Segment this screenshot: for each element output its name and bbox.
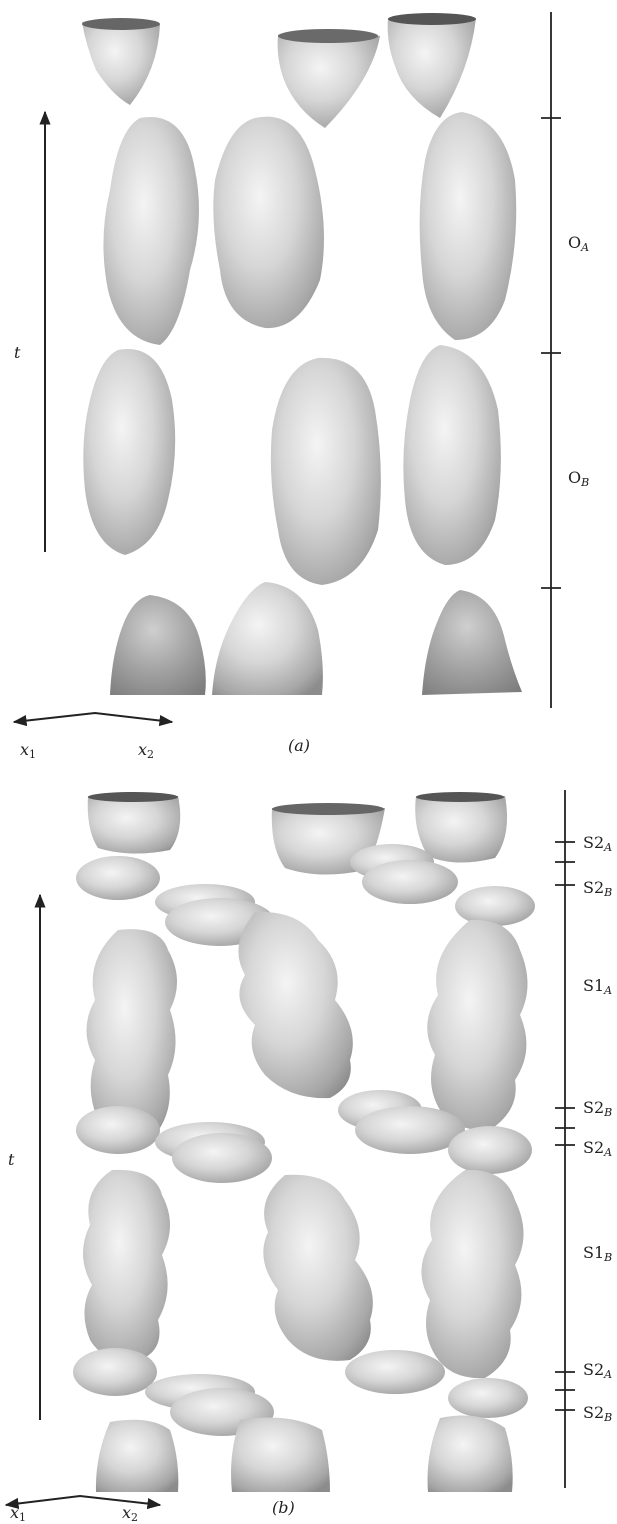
- region-label-oa: OA: [568, 235, 589, 253]
- stack-b-s1a-1: [87, 929, 178, 1138]
- blob-a-oa-3: [420, 112, 517, 340]
- x-axis-a: [14, 713, 172, 722]
- disk-b-17: [448, 1378, 528, 1418]
- x-axis-b: [6, 1496, 160, 1505]
- disk-b-12: [448, 1126, 532, 1174]
- region-bar-a: [541, 12, 561, 708]
- panel-b-x1-label: x1: [10, 1505, 26, 1523]
- region-label-b-4: S2A: [583, 1140, 612, 1158]
- region-label-ob: OB: [568, 470, 589, 488]
- blob-b-top-1: [88, 796, 181, 854]
- blob-a-bot-3: [422, 590, 522, 695]
- region-label-b-2: S1A: [583, 978, 612, 996]
- blob-a-bot-2: [212, 582, 323, 695]
- panel-b-x2-label: x2: [122, 1505, 138, 1523]
- blob-a-ob-1: [83, 349, 175, 555]
- panel-a-x1-label: x1: [20, 742, 36, 760]
- disk-b-7: [76, 1106, 160, 1154]
- stack-b-s1a-2: [238, 912, 352, 1098]
- region-label-b-7: S2B: [583, 1405, 612, 1423]
- region-label-b-0: S2A: [583, 835, 612, 853]
- blob-a-oa-2: [213, 117, 324, 328]
- blob-a-oa-1: [103, 117, 199, 345]
- disk-b-5: [362, 860, 458, 904]
- disk-b-16: [345, 1350, 445, 1394]
- stack-b-s1b-1: [83, 1170, 170, 1361]
- blob-a-ob-2: [271, 358, 381, 585]
- disk-b-1: [76, 856, 160, 900]
- region-label-b-6: S2A: [583, 1362, 612, 1380]
- panel-b-caption: (b): [272, 1500, 295, 1516]
- blob-b-bot-2: [231, 1418, 330, 1492]
- panel-b-time-label: t: [8, 1152, 14, 1168]
- panel-a-blobs: [82, 13, 522, 695]
- blob-b-bot-1: [96, 1420, 178, 1492]
- blob-a-ob-3: [403, 345, 501, 565]
- stack-b-s1a-3: [427, 920, 527, 1130]
- panel-a-time-label: t: [14, 345, 20, 361]
- blob-b-top-3: [415, 796, 507, 863]
- blob-b-bot-3: [428, 1416, 513, 1492]
- region-bar-b: [555, 790, 575, 1488]
- disk-b-13: [73, 1348, 157, 1396]
- region-label-b-1: S2B: [583, 880, 612, 898]
- blob-a-top-3: [388, 14, 476, 118]
- blob-a-top-1: [82, 18, 160, 105]
- panel-a-x2-label: x2: [138, 742, 154, 760]
- disk-b-6: [455, 886, 535, 926]
- panel-a-caption: (a): [288, 738, 310, 754]
- region-label-b-5: S1B: [583, 1245, 612, 1263]
- blob-a-top-2: [278, 31, 380, 128]
- panel-b-blobs: [73, 792, 535, 1492]
- stack-b-s1b-2: [263, 1175, 373, 1361]
- blob-a-bot-1: [110, 595, 206, 695]
- stack-b-s1b-3: [421, 1170, 523, 1378]
- disk-b-9: [172, 1133, 272, 1183]
- region-label-b-3: S2B: [583, 1100, 612, 1118]
